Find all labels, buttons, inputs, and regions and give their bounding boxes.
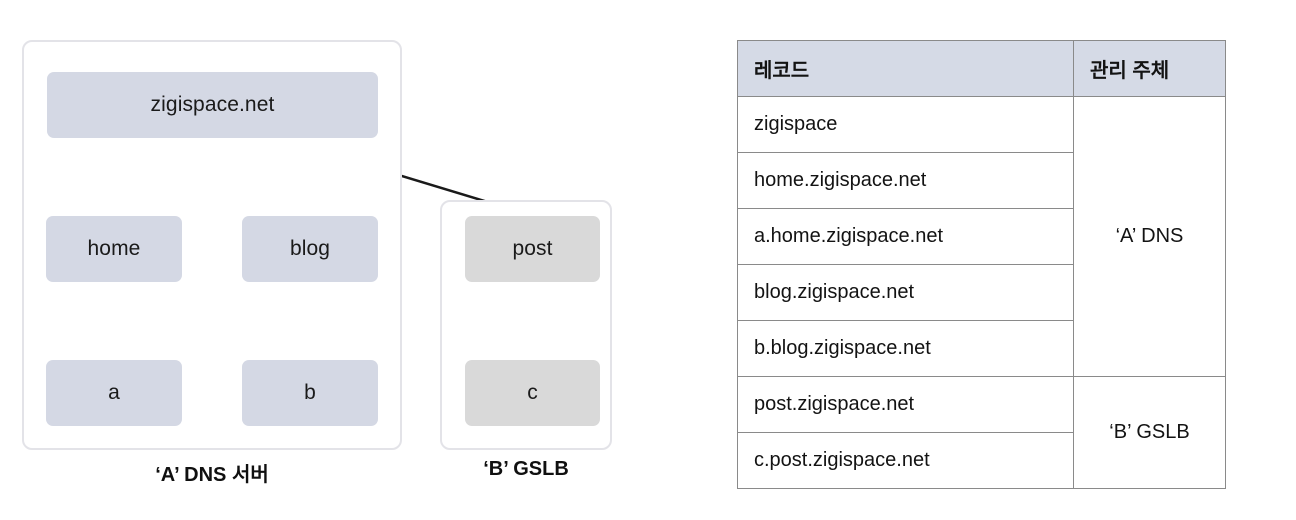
node-zigispace-net[interactable]: zigispace.net bbox=[47, 72, 378, 138]
table-row: a.home.zigispace.net bbox=[737, 208, 1226, 265]
cell-record: zigispace bbox=[737, 96, 1074, 153]
cell-record: home.zigispace.net bbox=[737, 152, 1074, 209]
node-a[interactable]: a bbox=[46, 360, 182, 426]
node-blog[interactable]: blog bbox=[242, 216, 378, 282]
table-row: zigispace‘A’ DNS bbox=[737, 96, 1226, 377]
table-row: home.zigispace.net bbox=[737, 152, 1226, 209]
gslb-group-label: ‘B’ GSLB bbox=[483, 458, 569, 480]
node-c[interactable]: c bbox=[465, 360, 600, 426]
cell-owner: ‘A’ DNS bbox=[1073, 96, 1226, 377]
node-b[interactable]: b bbox=[242, 360, 378, 426]
table-row: post.zigispace.net‘B’ GSLB bbox=[737, 376, 1226, 489]
hierarchy-diagram: zigispace.net home blog a b post c ‘A’ D… bbox=[22, 40, 612, 486]
node-post[interactable]: post bbox=[465, 216, 600, 282]
column-header-record: 레코드 bbox=[737, 40, 1074, 97]
cell-record: a.home.zigispace.net bbox=[737, 208, 1074, 265]
node-home[interactable]: home bbox=[46, 216, 182, 282]
cell-record: post.zigispace.net bbox=[737, 376, 1074, 433]
cell-owner: ‘B’ GSLB bbox=[1073, 376, 1226, 489]
table-header-row: 레코드 관리 주체 bbox=[737, 40, 1226, 97]
cell-record: c.post.zigispace.net bbox=[737, 432, 1074, 489]
table-row: c.post.zigispace.net bbox=[737, 432, 1226, 489]
cell-record: blog.zigispace.net bbox=[737, 264, 1074, 321]
column-header-owner: 관리 주체 bbox=[1073, 40, 1226, 97]
cell-record: b.blog.zigispace.net bbox=[737, 320, 1074, 377]
dns-server-group-label: ‘A’ DNS 서버 bbox=[155, 464, 269, 486]
table-row: blog.zigispace.net bbox=[737, 264, 1226, 321]
